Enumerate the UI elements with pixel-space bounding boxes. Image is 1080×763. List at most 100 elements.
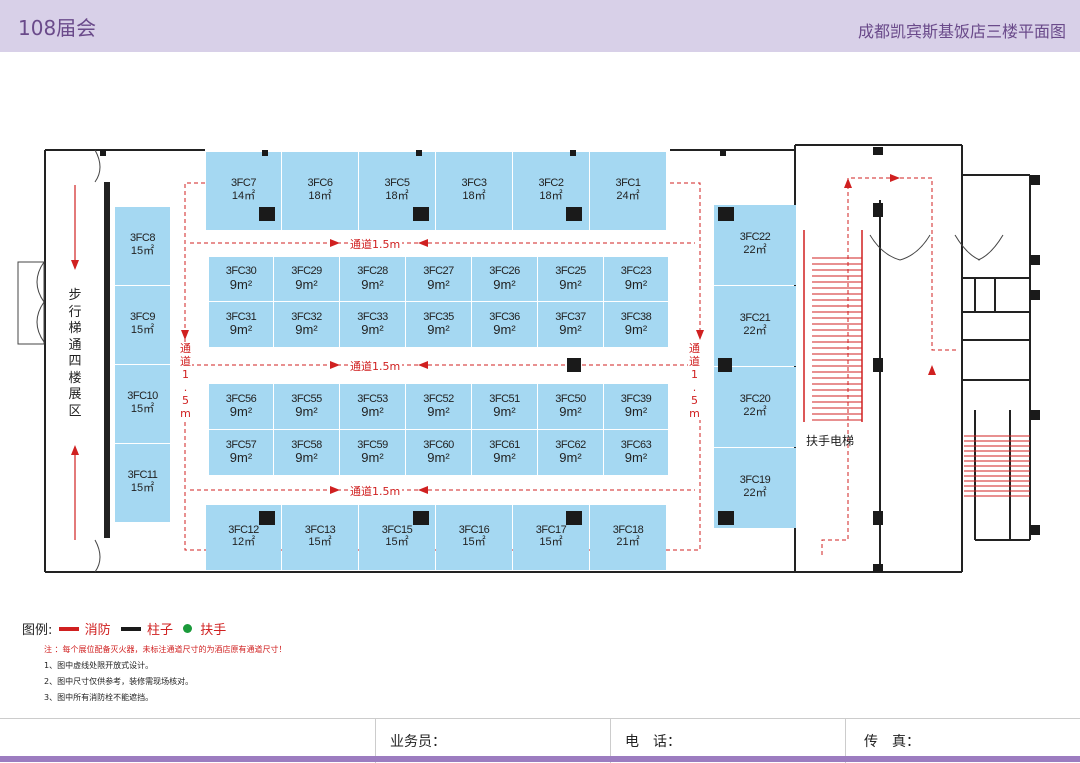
booth-code: 3FC62 <box>555 438 586 451</box>
booth-code: 3FC21 <box>739 312 771 324</box>
booth-code: 3FC56 <box>225 392 257 405</box>
booth-area: 22㎡ <box>743 243 767 256</box>
pillar <box>873 147 883 155</box>
booth-code: 3FC18 <box>612 523 644 536</box>
escalator-label: 扶手电梯 <box>806 434 855 448</box>
booth-area: 18㎡ <box>308 189 332 202</box>
pillar <box>718 207 734 221</box>
pillar <box>873 203 883 217</box>
booth-code: 3FC26 <box>489 265 520 277</box>
salesperson-label: 业务员： <box>390 734 446 750</box>
booth-area: 9m² <box>493 276 516 292</box>
booth-area: 15㎡ <box>539 536 563 549</box>
pillar <box>718 358 732 372</box>
booth-area: 9m² <box>624 322 648 338</box>
booth-area: 18㎡ <box>385 189 409 202</box>
booth-code: 3FC22 <box>739 231 771 243</box>
pillar <box>1030 525 1040 535</box>
booth-area: 22㎡ <box>743 486 767 499</box>
pillar <box>1030 410 1040 420</box>
booth-area: 9m² <box>295 276 318 292</box>
pillar <box>566 511 582 525</box>
booth-area: 9m² <box>559 404 582 420</box>
booth-code: 3FC36 <box>489 310 520 323</box>
aisle-label-middle: 通道1.5m <box>348 358 403 374</box>
booth-code: 3FC39 <box>620 392 652 405</box>
booth-code: 3FC19 <box>739 474 771 486</box>
booth-area: 9m² <box>361 276 384 292</box>
booth-code: 3FC53 <box>357 392 388 405</box>
footer-contact-bar: 业务员： 电 话： 传 真： <box>0 718 1080 763</box>
stair-label: 步行梯通四楼展区 <box>68 288 82 419</box>
pillar <box>570 150 576 156</box>
booth-code: 3FC1 <box>615 177 641 189</box>
booth-area: 9m² <box>229 322 253 338</box>
booth-code: 3FC9 <box>130 311 155 323</box>
booth-area: 9m² <box>624 276 648 292</box>
booth-area: 9m² <box>229 276 253 292</box>
pillar-legend-swatch <box>120 626 141 631</box>
booth-code: 3FC12 <box>228 523 259 536</box>
booth-area: 9m² <box>361 450 384 466</box>
phone-label: 电 话： <box>625 734 681 750</box>
pillar <box>567 358 581 372</box>
booth-code: 3FC3 <box>461 177 487 189</box>
booth-code: 3FC32 <box>291 310 322 323</box>
booth-area: 15㎡ <box>308 536 332 549</box>
booth-code: 3FC55 <box>291 392 322 405</box>
booth-code: 3FC17 <box>535 523 567 536</box>
aisle-label-top: 通道1.5m <box>348 236 403 252</box>
booth-code: 3FC61 <box>489 438 520 451</box>
booth-code: 3FC35 <box>423 310 454 323</box>
booth-area: 22㎡ <box>743 324 767 337</box>
booth-area: 9m² <box>493 322 516 338</box>
footer-accent-bar <box>0 756 1080 762</box>
fire-legend-swatch <box>58 626 79 631</box>
pillar <box>1030 255 1040 265</box>
pillar <box>413 207 429 221</box>
booth-code: 3FC57 <box>225 438 257 451</box>
booth-area: 9m² <box>493 450 516 466</box>
legend: 图例: 消防 柱子 扶手 <box>22 619 226 638</box>
booth-area: 24㎡ <box>616 189 640 202</box>
booth-code: 3FC15 <box>381 523 413 536</box>
legend-title: 图例: <box>22 623 53 638</box>
booth-code: 3FC50 <box>555 392 586 405</box>
booth-area: 9m² <box>559 276 582 292</box>
floor-plan-title: 成都凯宾斯基饭店三楼平面图 <box>857 22 1066 41</box>
booth-area: 18㎡ <box>462 189 486 202</box>
pillar <box>1030 290 1040 300</box>
